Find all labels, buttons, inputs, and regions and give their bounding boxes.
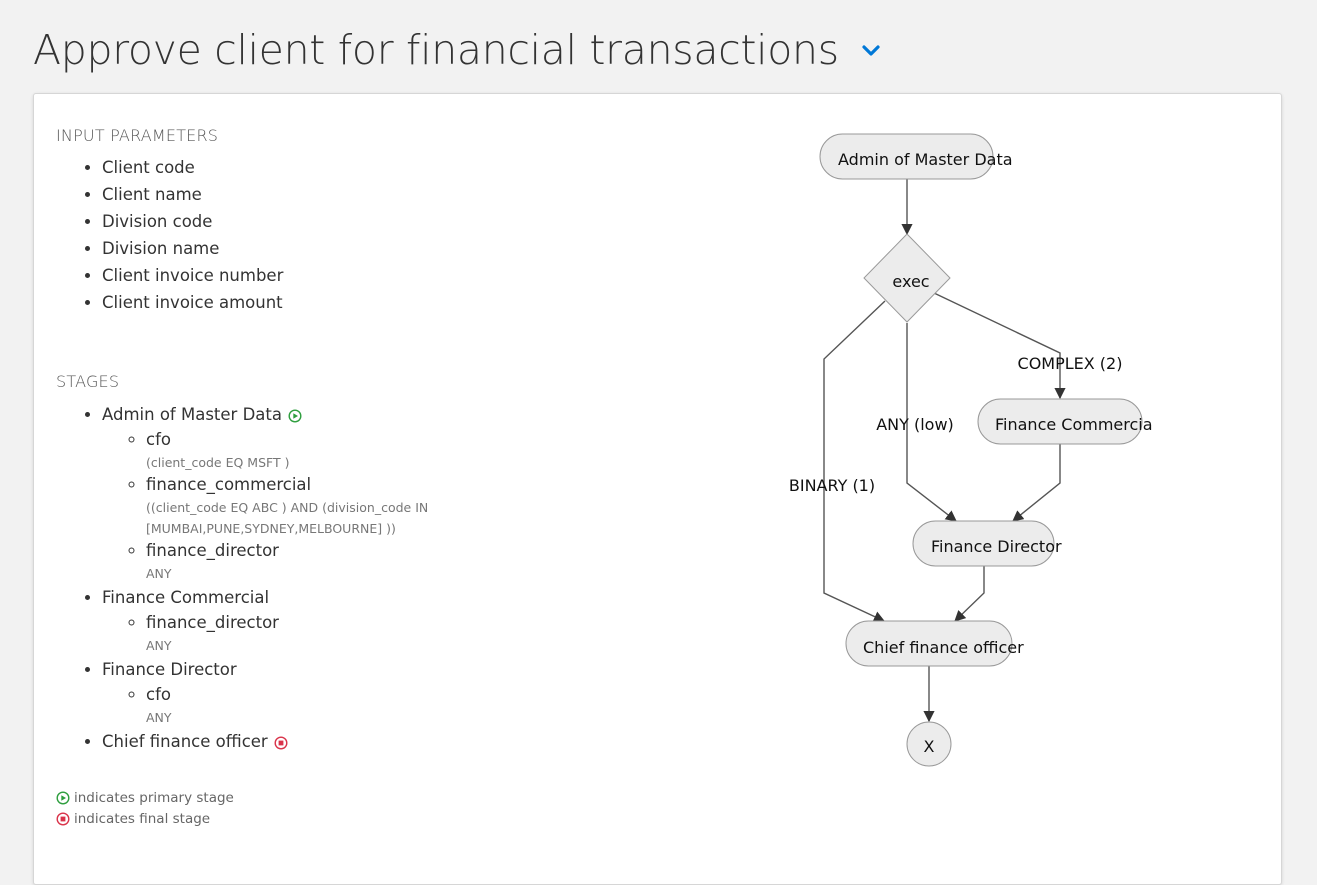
input-parameters-list: Client code Client name Division code Di… xyxy=(56,154,283,316)
node-label-chief-finance-officer: Chief finance officer xyxy=(863,638,1024,657)
stage-name: Finance Commercial xyxy=(102,588,270,607)
edge-label-complex: COMPLEX (2) xyxy=(1018,354,1123,373)
edge-commercial-director xyxy=(1012,444,1061,522)
stage-item: Finance Commercial finance_director ANY xyxy=(102,584,542,656)
stage-name: Chief finance officer xyxy=(102,732,268,751)
legend-final: indicates final stage xyxy=(56,811,210,827)
edge-binary xyxy=(823,300,886,622)
final-stage-icon xyxy=(274,735,288,750)
legend-final-text: indicates final stage xyxy=(74,811,211,827)
edge-director-cfo xyxy=(954,566,985,622)
node-chief-finance-officer[interactable] xyxy=(845,620,1013,667)
node-decision-exec[interactable] xyxy=(863,233,951,323)
approver-name: finance_director xyxy=(146,613,279,632)
parameter-item: Client code xyxy=(102,154,283,181)
approver-condition: (client_code EQ MSFT ) xyxy=(146,455,290,470)
legend-primary: indicates primary stage xyxy=(56,790,234,806)
approver-item: finance_commercial ((client_code EQ ABC … xyxy=(146,473,542,539)
workflow-card: INPUT PARAMETERS Client code Client name… xyxy=(33,93,1282,885)
node-label-finance-commercial: Finance Commercia xyxy=(995,415,1153,434)
approver-condition: ANY xyxy=(146,638,172,653)
parameter-item: Division name xyxy=(102,235,283,262)
node-finance-director[interactable] xyxy=(912,520,1055,567)
workflow-diagram: BINARY (1) ANY (low) COMPLEX (2) Admin o… xyxy=(789,133,1153,767)
stages-heading: STAGES xyxy=(56,372,120,391)
node-end[interactable] xyxy=(906,721,952,767)
node-label-exec: exec xyxy=(892,272,929,291)
stage-name: Admin of Master Data xyxy=(102,405,282,424)
node-finance-commercial[interactable] xyxy=(977,398,1143,445)
stage-item: Admin of Master Data cfo (client_code EQ… xyxy=(102,401,542,584)
edge-any xyxy=(906,323,957,522)
node-label-end: X xyxy=(924,737,935,756)
parameter-item: Client name xyxy=(102,181,283,208)
approver-name: cfo xyxy=(146,430,171,449)
parameter-item: Division code xyxy=(102,208,283,235)
edge-label-binary: BINARY (1) xyxy=(789,476,875,495)
legend-primary-text: indicates primary stage xyxy=(74,790,234,806)
approver-condition: ANY xyxy=(146,710,172,725)
approver-name: finance_director xyxy=(146,541,279,560)
approver-condition: ((client_code EQ ABC ) AND (division_cod… xyxy=(146,500,429,536)
chevron-down-icon[interactable] xyxy=(859,38,883,62)
node-label-finance-director: Finance Director xyxy=(931,537,1062,556)
approver-item: finance_director ANY xyxy=(146,539,542,584)
parameter-item: Client invoice amount xyxy=(102,289,283,316)
input-parameters-heading: INPUT PARAMETERS xyxy=(56,126,219,145)
primary-stage-icon xyxy=(288,408,302,423)
stages-list: Admin of Master Data cfo (client_code EQ… xyxy=(56,401,542,755)
edge-label-any: ANY (low) xyxy=(876,415,954,434)
node-admin-master-data[interactable] xyxy=(819,133,994,180)
page-title: Approve client for financial transaction… xyxy=(33,26,839,74)
stage-item: Finance Director cfo ANY xyxy=(102,656,542,728)
approver-item: cfo (client_code EQ MSFT ) xyxy=(146,428,542,473)
approver-item: cfo ANY xyxy=(146,683,542,728)
page-header: Approve client for financial transaction… xyxy=(33,20,883,80)
stage-name: Finance Director xyxy=(102,660,237,679)
final-stage-icon xyxy=(56,812,70,826)
stage-item: Chief finance officer xyxy=(102,728,542,755)
approver-condition: ANY xyxy=(146,566,172,581)
approver-name: finance_commercial xyxy=(146,475,312,494)
parameter-item: Client invoice number xyxy=(102,262,283,289)
node-label-admin-master-data: Admin of Master Data xyxy=(838,150,1013,169)
approver-name: cfo xyxy=(146,685,171,704)
edge-complex xyxy=(933,292,1066,400)
primary-stage-icon xyxy=(56,791,70,805)
approver-item: finance_director ANY xyxy=(146,611,542,656)
